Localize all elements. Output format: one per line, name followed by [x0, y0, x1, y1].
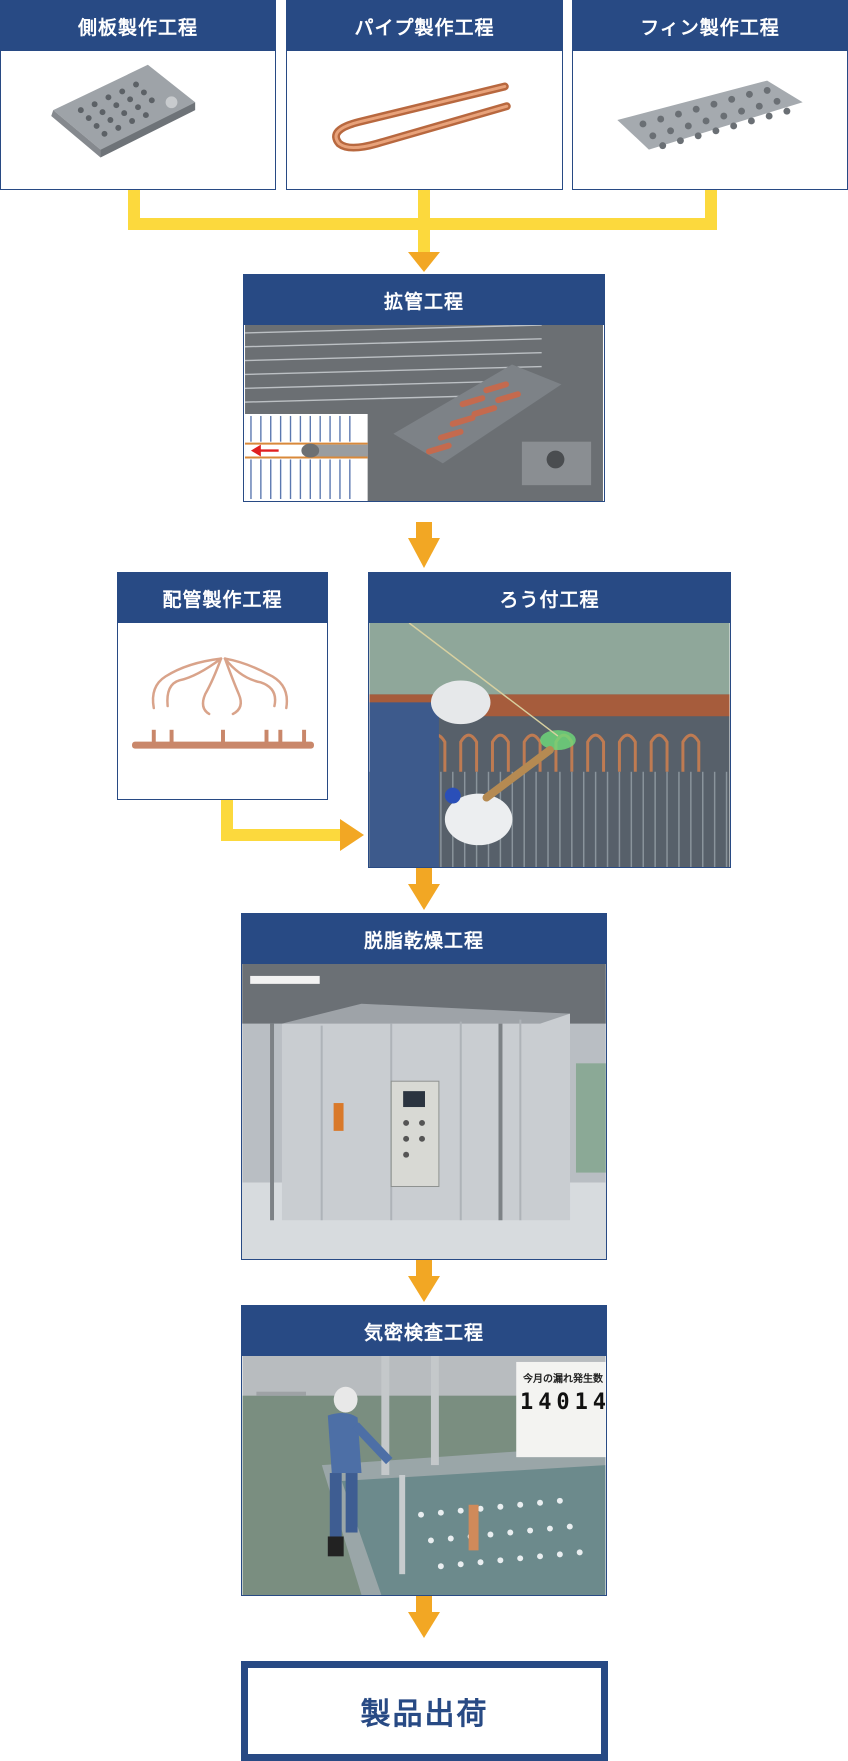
piping-photo — [118, 623, 327, 799]
arrow-to-expansion — [408, 252, 440, 272]
connector-line-fin — [424, 190, 717, 230]
step-pipe-title: パイプ製作工程 — [287, 1, 562, 51]
step-fin-title: フィン製作工程 — [573, 1, 847, 51]
arrow-stem-shipment — [416, 1596, 432, 1612]
pipe-photo — [287, 51, 562, 189]
board-digit-1: 1 — [520, 1390, 534, 1415]
connector-line-piping — [221, 800, 340, 841]
side-plate-photo — [1, 51, 275, 189]
step-degrease-dry: 脱脂乾燥工程 — [241, 913, 607, 1260]
expansion-photo — [244, 325, 604, 501]
arrow-stem-airtight — [416, 1260, 432, 1276]
step-side-plate-title: 側板製作工程 — [1, 1, 275, 51]
brazing-photo — [369, 623, 730, 867]
step-expansion: 拡管工程 — [243, 274, 605, 502]
step-airtight-title: 気密検査工程 — [242, 1306, 606, 1356]
step-brazing-title: ろう付工程 — [369, 573, 730, 623]
step-shipment: 製品出荷 — [241, 1661, 608, 1761]
board-digit-2: 4 — [538, 1390, 552, 1415]
airtight-photo: 今月の漏れ発生数 1 4 0 1 4 — [242, 1356, 606, 1595]
board-digit-3: 0 — [556, 1390, 570, 1415]
step-piping-title: 配管製作工程 — [118, 573, 327, 623]
step-expansion-title: 拡管工程 — [244, 275, 604, 325]
leak-count-board-title: 今月の漏れ発生数 — [523, 1374, 603, 1385]
arrow-piping-to-brazing — [340, 819, 364, 851]
leak-count-board: 1 4 0 1 4 — [520, 1390, 606, 1415]
arrow-stem-degrease — [416, 868, 432, 884]
step-piping: 配管製作工程 — [117, 572, 328, 800]
arrow-to-brazing — [408, 538, 440, 568]
step-side-plate: 側板製作工程 — [0, 0, 276, 190]
degrease-dry-photo — [242, 964, 606, 1259]
step-pipe: パイプ製作工程 — [286, 0, 563, 190]
step-brazing: ろう付工程 — [368, 572, 731, 868]
arrow-to-degrease — [408, 884, 440, 910]
board-digit-5: 4 — [592, 1390, 606, 1415]
arrow-stem-brazing — [416, 522, 432, 538]
step-fin: フィン製作工程 — [572, 0, 848, 190]
step-degrease-dry-title: 脱脂乾燥工程 — [242, 914, 606, 964]
step-airtight: 気密検査工程 今月の漏れ発生数 1 — [241, 1305, 607, 1596]
arrow-to-airtight — [408, 1276, 440, 1302]
fin-photo — [573, 51, 847, 189]
connector-line-side-plate — [128, 190, 424, 230]
arrow-to-shipment — [408, 1612, 440, 1638]
board-digit-4: 1 — [574, 1390, 588, 1415]
